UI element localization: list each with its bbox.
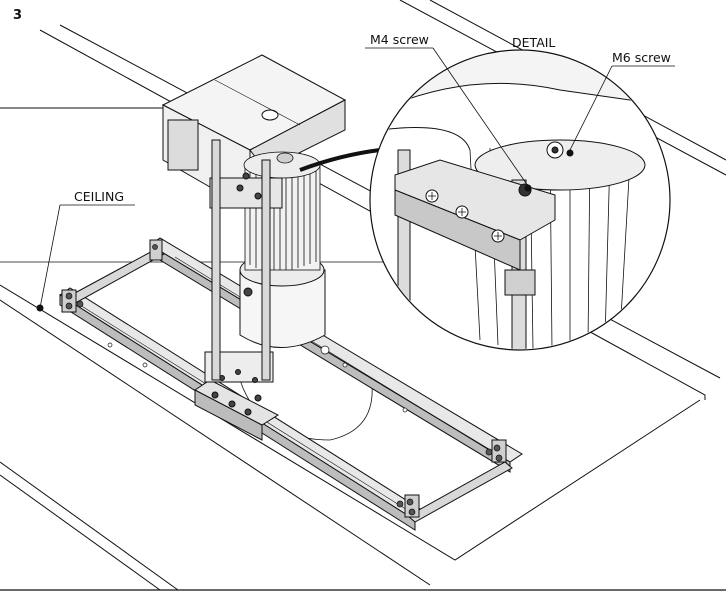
leader-lines xyxy=(39,47,675,309)
m6-dot xyxy=(566,149,574,157)
m6-screw-label: M6 screw xyxy=(612,50,671,65)
heatsink xyxy=(243,151,321,271)
ceiling-dot xyxy=(36,304,44,312)
detail-circle xyxy=(369,49,671,351)
m4-dot xyxy=(524,184,532,192)
detail-label: DETAIL xyxy=(512,35,555,50)
m4-screw-label: M4 screw xyxy=(370,32,429,47)
vertical-bracket xyxy=(209,139,283,381)
step-number: 3 xyxy=(13,8,22,23)
ceiling-label: CEILING xyxy=(74,189,124,204)
cable xyxy=(299,148,381,172)
frame-bolts xyxy=(65,244,503,516)
